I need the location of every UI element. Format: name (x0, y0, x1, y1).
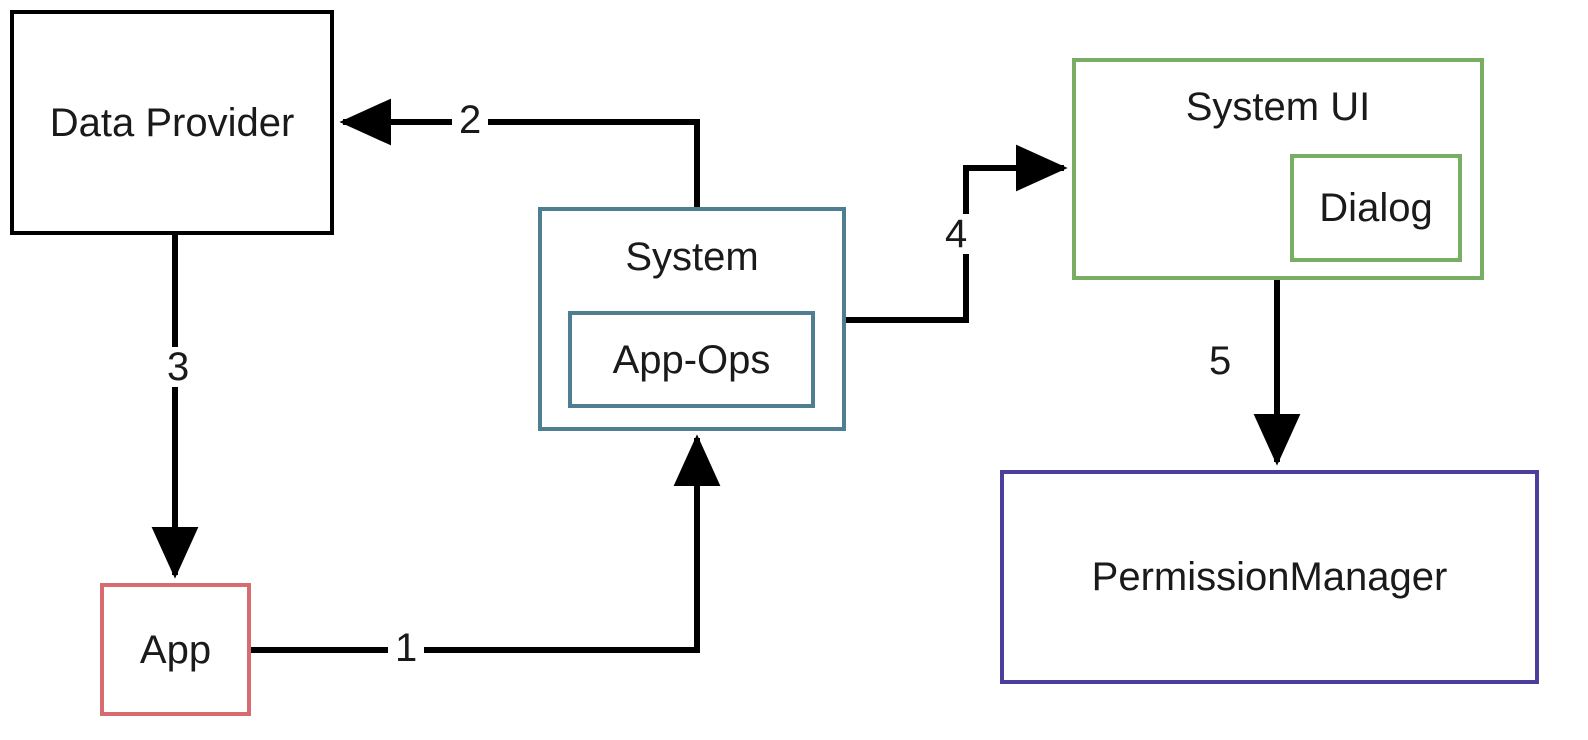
node-dialog[interactable]: Dialog (1290, 154, 1462, 262)
node-system-label: System (625, 235, 759, 279)
node-system-ui[interactable]: System UI Dialog (1072, 58, 1484, 280)
edge-2-path (339, 98, 700, 207)
node-system-ui-label: System UI (1185, 85, 1371, 129)
node-data-provider-label: Data Provider (49, 100, 295, 145)
node-dialog-label: Dialog (1319, 186, 1433, 230)
edge-label-4: 4 (938, 214, 975, 254)
node-data-provider[interactable]: Data Provider (10, 10, 334, 235)
node-app-ops-label: App-Ops (612, 337, 771, 382)
edge-1-path (251, 434, 721, 653)
edge-label-5: 5 (1202, 341, 1239, 381)
node-app-label: App (139, 627, 212, 672)
node-permission-manager[interactable]: PermissionManager (1000, 470, 1539, 684)
node-app-ops[interactable]: App-Ops (568, 311, 815, 408)
edge-label-3: 3 (160, 347, 197, 387)
edge-label-1: 1 (388, 628, 425, 668)
node-system[interactable]: System App-Ops (538, 207, 846, 431)
node-app[interactable]: App (100, 583, 251, 716)
edge-label-2: 2 (452, 100, 489, 140)
node-permission-manager-label: PermissionManager (1091, 555, 1448, 599)
